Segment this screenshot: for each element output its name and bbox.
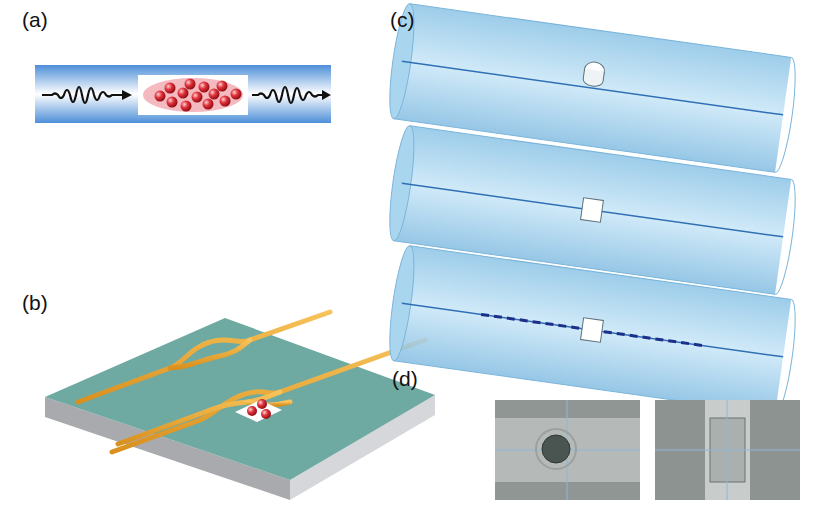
- panel-label: (c): [390, 9, 415, 30]
- panel-c-fibres: [385, 3, 800, 416]
- panel-label: (a): [22, 9, 48, 30]
- panel-b-chip: [45, 312, 435, 500]
- panel-label: (d): [392, 368, 418, 389]
- panel-a-illustration: [35, 65, 331, 123]
- panel-d-micrographs: [495, 400, 800, 500]
- panel-label: (b): [22, 292, 48, 313]
